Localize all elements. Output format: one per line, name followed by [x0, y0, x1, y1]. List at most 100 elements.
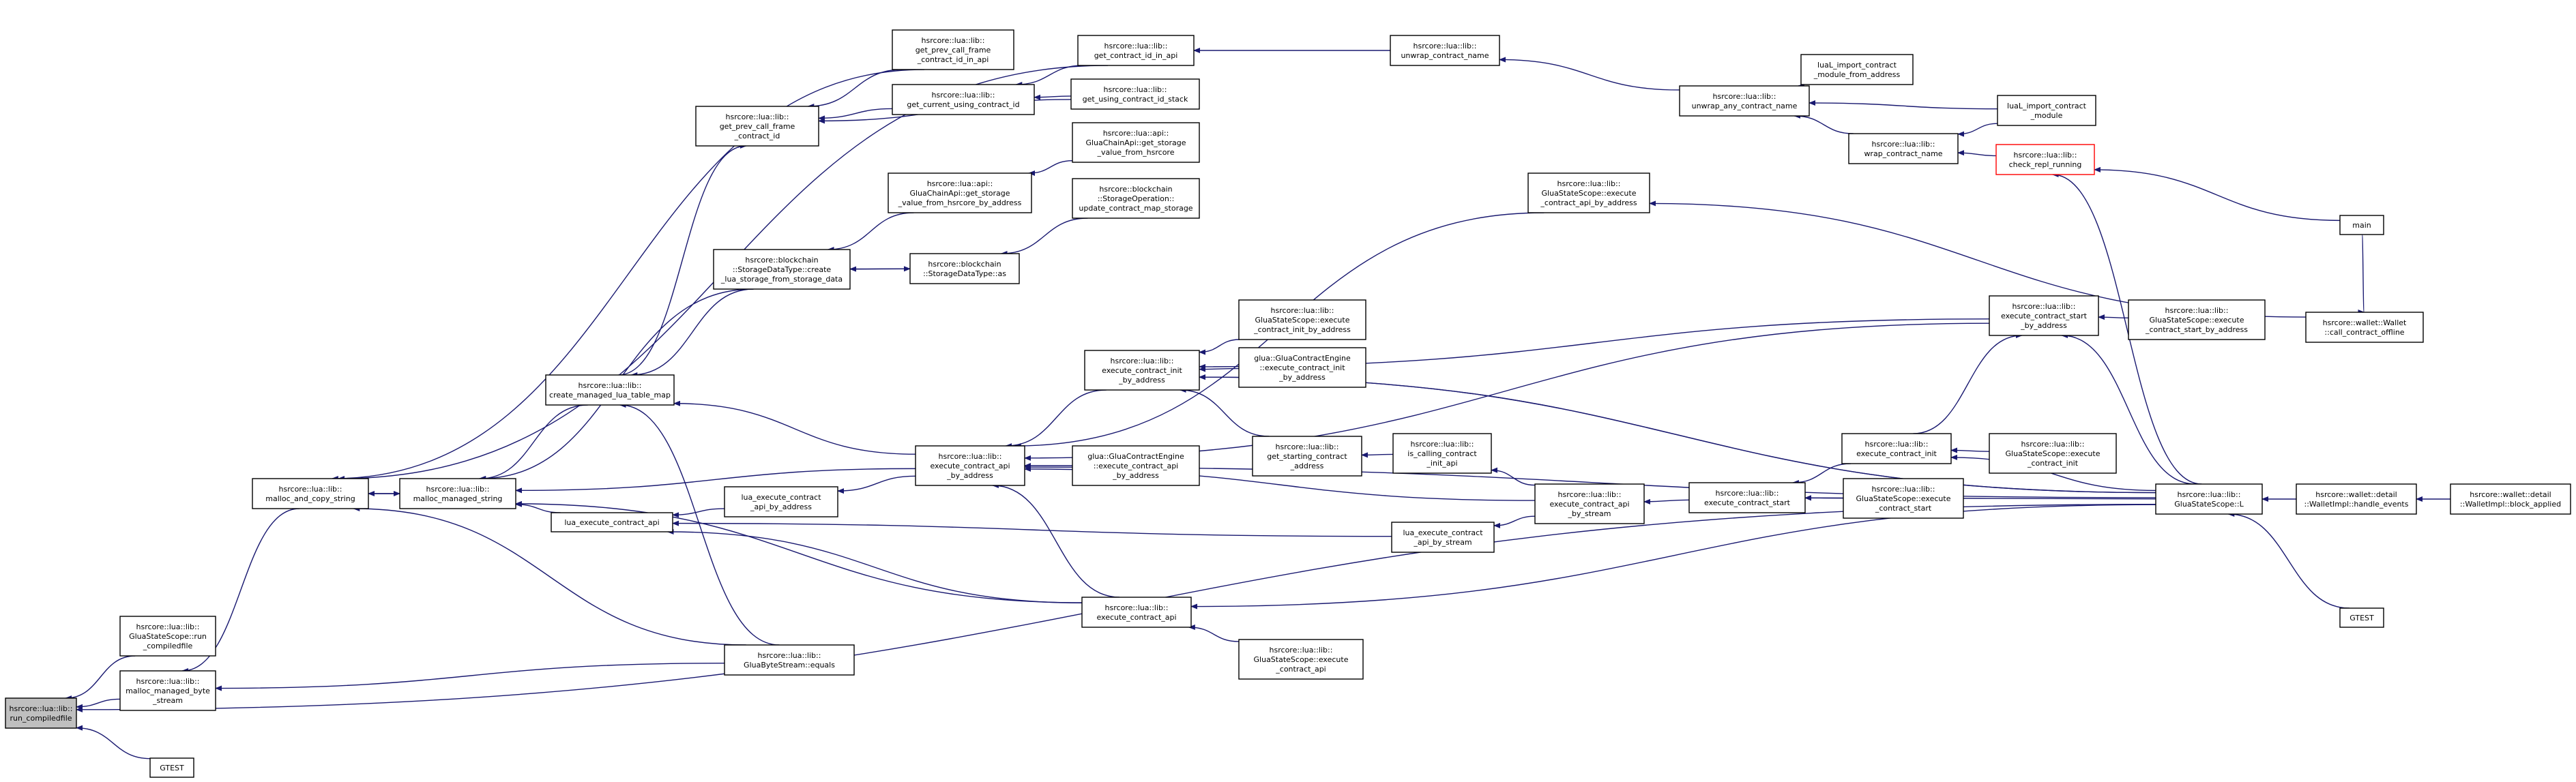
node-execute_contract_api_by_stream[interactable]: hsrcore::lua::lib::execute_contract_api_…	[1534, 483, 1645, 524]
node-box[interactable]	[2450, 483, 2571, 515]
node-box[interactable]	[252, 478, 369, 509]
node-box[interactable]	[1989, 295, 2099, 336]
node-malloc_and_copy_string[interactable]: hsrcore::lua::lib::malloc_and_copy_strin…	[252, 478, 369, 509]
node-malloc_managed_string[interactable]: hsrcore::lua::lib::malloc_managed_string	[399, 478, 516, 509]
node-walletimpl_handle_events[interactable]: hsrcore::wallet::detail::WalletImpl::han…	[2296, 483, 2417, 515]
node-box[interactable]	[2155, 483, 2263, 515]
node-check_repl_running[interactable]: hsrcore::lua::lib::check_repl_running	[1995, 144, 2095, 175]
node-scope_execute_contract_init_by_address[interactable]: hsrcore::lua::lib::GluaStateScope::execu…	[1238, 299, 1366, 340]
node-storagedatatype_as[interactable]: hsrcore::blockchain::StorageDataType::as	[909, 253, 1020, 284]
node-box[interactable]	[909, 253, 1020, 284]
node-box[interactable]	[2128, 299, 2266, 340]
node-execute_contract_init[interactable]: hsrcore::lua::lib::execute_contract_init	[1841, 433, 1952, 464]
node-glua_engine_execute_contract_api[interactable]: glua::GluaContractEngine::execute_contra…	[1072, 445, 1200, 486]
node-box[interactable]	[5, 697, 77, 729]
node-box[interactable]	[399, 478, 516, 509]
node-update_contract_map_storage[interactable]: hsrcore::blockchain::StorageOperation::u…	[1072, 178, 1200, 219]
node-malloc_managed_byte_stream[interactable]: hsrcore::lua::lib::malloc_managed_byte_s…	[119, 670, 216, 711]
node-box[interactable]	[724, 644, 855, 676]
node-box[interactable]	[1238, 639, 1364, 680]
node-get_starting_contract_address[interactable]: hsrcore::lua::lib::get_starting_contract…	[1252, 436, 1362, 477]
node-box[interactable]	[724, 486, 838, 517]
node-lual_import_contract_module_from_address[interactable]: luaL_import_contract_module_from_address	[1800, 54, 1914, 85]
node-box[interactable]	[915, 445, 1025, 486]
node-gtest_right[interactable]: GTEST	[2339, 607, 2384, 628]
node-box[interactable]	[2296, 483, 2417, 515]
node-box[interactable]	[1390, 35, 1500, 66]
node-box[interactable]	[1688, 482, 1806, 513]
node-box[interactable]	[713, 249, 851, 290]
node-unwrap_contract_name[interactable]: hsrcore::lua::lib::unwrap_contract_name	[1390, 35, 1500, 66]
node-execute_contract_api_by_address[interactable]: hsrcore::lua::lib::execute_contract_api_…	[915, 445, 1025, 486]
node-is_calling_contract_init_api[interactable]: hsrcore::lua::lib::is_calling_contract_i…	[1392, 433, 1492, 474]
node-box[interactable]	[1392, 433, 1492, 474]
node-box[interactable]	[892, 29, 1014, 70]
node-get_prev_call_frame_contract_id_in_api[interactable]: hsrcore::lua::lib::get_prev_call_frame_c…	[892, 29, 1014, 70]
node-box[interactable]	[892, 84, 1035, 115]
node-box[interactable]	[1679, 85, 1810, 117]
node-box[interactable]	[1070, 78, 1200, 110]
node-get_prev_call_frame_contract_id[interactable]: hsrcore::lua::lib::get_prev_call_frame_c…	[695, 106, 819, 147]
node-box[interactable]	[1238, 299, 1366, 340]
node-run_compiledfile[interactable]: hsrcore::lua::lib::run_compiledfile	[5, 697, 77, 729]
node-lua_execute_contract_api_by_stream[interactable]: lua_execute_contract_api_by_stream	[1391, 522, 1495, 553]
node-box[interactable]	[695, 106, 819, 147]
node-box[interactable]	[1995, 144, 2095, 175]
node-get_storage_value_from_hsrcore[interactable]: hsrcore::lua::api::GluaChainApi::get_sto…	[1072, 122, 1200, 163]
node-box[interactable]	[1084, 350, 1200, 391]
node-walletimpl_block_applied[interactable]: hsrcore::wallet::detail::WalletImpl::blo…	[2450, 483, 2571, 515]
node-box[interactable]	[1997, 95, 2096, 126]
node-lua_execute_contract_api[interactable]: lua_execute_contract_api	[551, 512, 673, 532]
node-box[interactable]	[1527, 172, 1650, 213]
node-box[interactable]	[1391, 522, 1495, 553]
node-box[interactable]	[1072, 178, 1200, 219]
node-execute_contract_start[interactable]: hsrcore::lua::lib::execute_contract_star…	[1688, 482, 1806, 513]
node-gluastatescope_l[interactable]: hsrcore::lua::lib::GluaStateScope::L	[2155, 483, 2263, 515]
node-glua_engine_execute_contract_init[interactable]: glua::GluaContractEngine::execute_contra…	[1238, 347, 1366, 388]
node-execute_contract_start_by_address[interactable]: hsrcore::lua::lib::execute_contract_star…	[1989, 295, 2099, 336]
node-box[interactable]	[119, 616, 216, 657]
node-create_lua_storage[interactable]: hsrcore::blockchain::StorageDataType::cr…	[713, 249, 851, 290]
node-box[interactable]	[551, 512, 673, 532]
node-get_current_using_contract_id[interactable]: hsrcore::lua::lib::get_current_using_con…	[892, 84, 1035, 115]
node-box[interactable]	[1534, 483, 1645, 524]
node-main[interactable]: main	[2339, 215, 2384, 235]
node-box[interactable]	[149, 757, 194, 778]
node-box[interactable]	[1077, 35, 1195, 66]
node-wallet_call_contract_offline[interactable]: hsrcore::wallet::Wallet::call_contract_o…	[2305, 312, 2424, 343]
node-box[interactable]	[1848, 133, 1959, 164]
node-unwrap_any_contract_name[interactable]: hsrcore::lua::lib::unwrap_any_contract_n…	[1679, 85, 1810, 117]
node-box[interactable]	[888, 172, 1032, 213]
node-scope_execute_contract_init[interactable]: hsrcore::lua::lib::GluaStateScope::execu…	[1989, 433, 2117, 474]
node-box[interactable]	[545, 374, 675, 406]
node-gluabytestream_equals[interactable]: hsrcore::lua::lib::GluaByteStream::equal…	[724, 644, 855, 676]
node-gluastatescope_run_compiledfile[interactable]: hsrcore::lua::lib::GluaStateScope::run_c…	[119, 616, 216, 657]
node-box[interactable]	[2305, 312, 2424, 343]
node-execute_contract_init_by_address[interactable]: hsrcore::lua::lib::execute_contract_init…	[1084, 350, 1200, 391]
node-get_storage_value_from_hsrcore_by_address[interactable]: hsrcore::lua::api::GluaChainApi::get_sto…	[888, 172, 1032, 213]
node-scope_execute_contract_api[interactable]: hsrcore::lua::lib::GluaStateScope::execu…	[1238, 639, 1364, 680]
node-box[interactable]	[1841, 433, 1952, 464]
node-get_contract_id_in_api[interactable]: hsrcore::lua::lib::get_contract_id_in_ap…	[1077, 35, 1195, 66]
node-box[interactable]	[1072, 445, 1200, 486]
node-create_managed_lua_table_map[interactable]: hsrcore::lua::lib::create_managed_lua_ta…	[545, 374, 675, 406]
node-box[interactable]	[1081, 597, 1192, 628]
node-lual_import_contract_module[interactable]: luaL_import_contract_module	[1997, 95, 2096, 126]
node-box[interactable]	[119, 670, 216, 711]
node-box[interactable]	[1252, 436, 1362, 477]
node-scope_execute_contract_start[interactable]: hsrcore::lua::lib::GluaStateScope::execu…	[1843, 478, 1964, 519]
node-lua_execute_contract_api_by_address[interactable]: lua_execute_contract_api_by_address	[724, 486, 838, 517]
node-box[interactable]	[1800, 54, 1914, 85]
node-scope_execute_contract_start_by_address[interactable]: hsrcore::lua::lib::GluaStateScope::execu…	[2128, 299, 2266, 340]
node-execute_contract_api[interactable]: hsrcore::lua::lib::execute_contract_api	[1081, 597, 1192, 628]
node-execute_contract_api_by_address_scope[interactable]: hsrcore::lua::lib::GluaStateScope::execu…	[1527, 172, 1650, 213]
node-gtest_left[interactable]: GTEST	[149, 757, 194, 778]
node-box[interactable]	[1238, 347, 1366, 388]
node-box[interactable]	[1989, 433, 2117, 474]
node-box[interactable]	[1843, 478, 1964, 519]
node-box[interactable]	[1072, 122, 1200, 163]
node-box[interactable]	[2339, 607, 2384, 628]
node-get_using_contract_id_stack[interactable]: hsrcore::lua::lib::get_using_contract_id…	[1070, 78, 1200, 110]
node-wrap_contract_name[interactable]: hsrcore::lua::lib::wrap_contract_name	[1848, 133, 1959, 164]
node-box[interactable]	[2339, 215, 2384, 235]
